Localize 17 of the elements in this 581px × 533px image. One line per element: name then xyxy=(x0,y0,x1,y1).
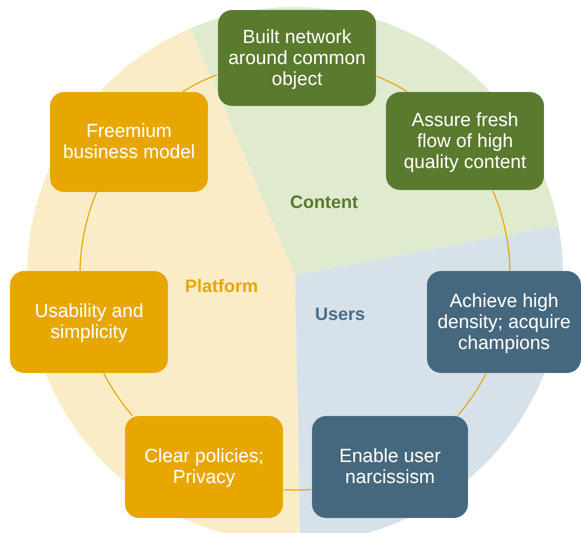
process-box: Freemium business model xyxy=(50,92,208,192)
connector-arc xyxy=(79,192,98,271)
process-box: Assure fresh flow of high quality content xyxy=(386,92,544,190)
sector-label: Users xyxy=(315,304,366,325)
connector-arc xyxy=(103,372,133,416)
process-box: Achieve high density; acquire champions xyxy=(427,271,581,373)
connector-arc xyxy=(376,76,408,92)
connector-arc xyxy=(182,74,218,92)
connector-arc xyxy=(284,488,312,491)
process-box: Built network around common object xyxy=(218,10,376,106)
connector-arc xyxy=(457,373,487,416)
connector-arc xyxy=(492,190,511,272)
sector-label: Content xyxy=(290,192,358,213)
process-box: Enable user narcissism xyxy=(312,416,468,518)
process-box: Usability and simplicity xyxy=(10,271,168,373)
sector-label: Platform xyxy=(185,276,258,297)
process-box: Clear policies; Privacy xyxy=(125,416,283,518)
